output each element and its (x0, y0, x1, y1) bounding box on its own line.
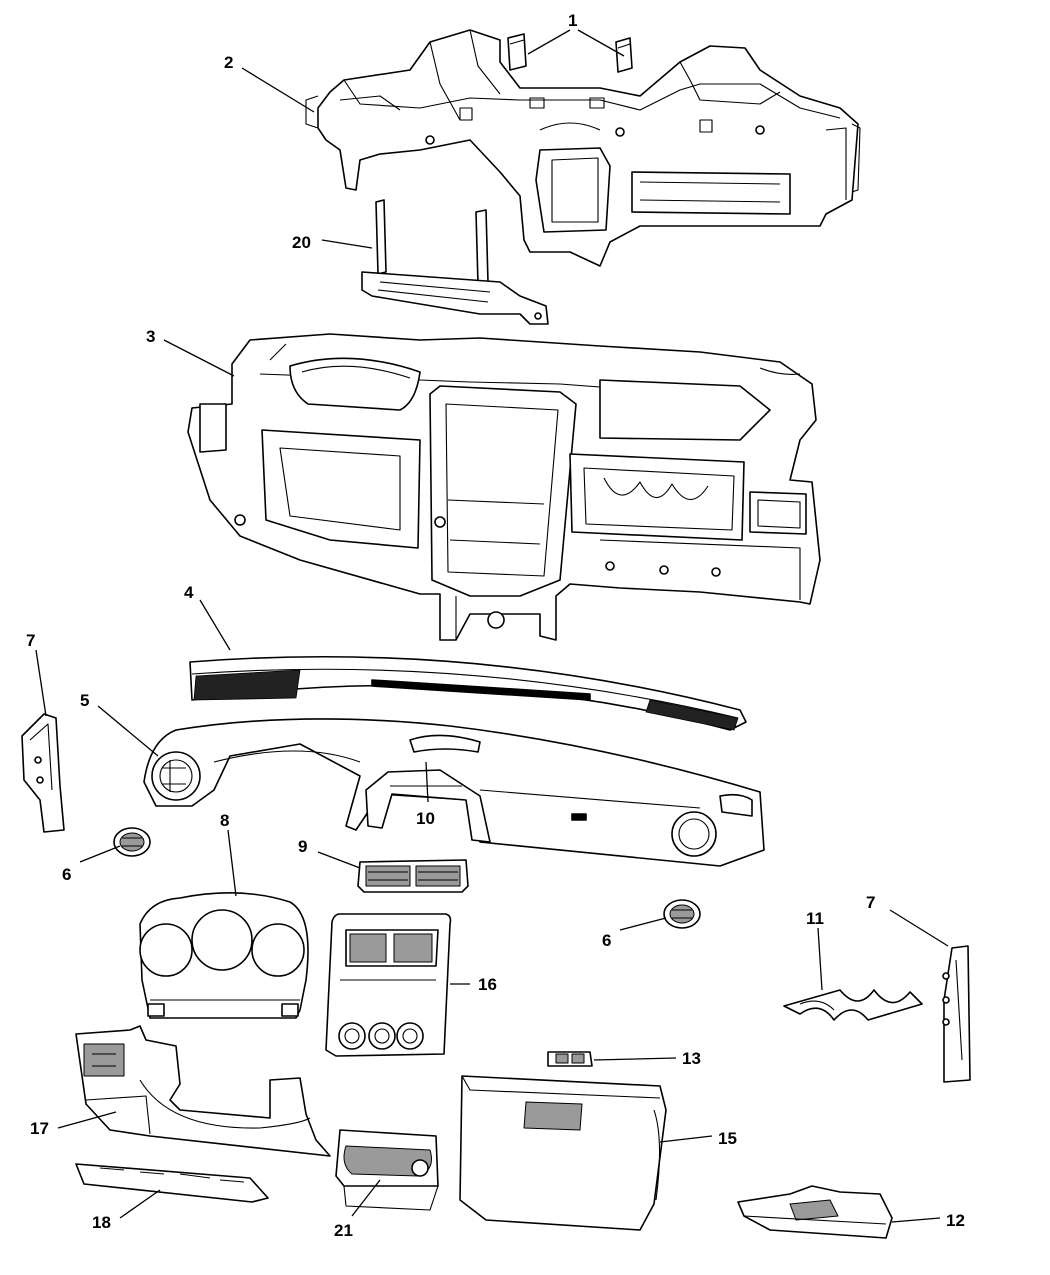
callout-labels: 1 2 3 4 5 6 6 7 7 8 9 10 11 12 13 15 16 … (26, 11, 965, 1240)
callout-9: 9 (298, 837, 307, 856)
callout-20: 20 (292, 233, 311, 252)
callout-16: 16 (478, 975, 497, 994)
part-7-end-cap-right (942, 945, 971, 1083)
callout-3: 3 (146, 327, 155, 346)
callout-6-left: 6 (62, 865, 71, 884)
callout-13: 13 (682, 1049, 701, 1068)
callout-7-left: 7 (26, 631, 35, 650)
part-17-lower-panel (75, 1025, 331, 1157)
part-5-instrument-panel-bezel (143, 718, 765, 867)
callout-7-right: 7 (866, 893, 875, 912)
callout-11: 11 (806, 909, 824, 928)
part-15-glove-box-door (459, 1075, 667, 1231)
callout-10: 10 (416, 809, 435, 828)
part-1-brackets (507, 33, 633, 73)
callout-1: 1 (568, 11, 577, 30)
callout-15: 15 (718, 1129, 737, 1148)
callout-6-right: 6 (602, 931, 611, 950)
callout-21: 21 (334, 1221, 353, 1240)
part-3-instrument-panel-carrier (187, 333, 821, 641)
callout-12: 12 (946, 1211, 965, 1230)
callout-18: 18 (92, 1213, 111, 1232)
callout-8: 8 (220, 811, 229, 830)
part-18-trim-strip (75, 1163, 269, 1203)
part-11-liner-insert (783, 989, 923, 1021)
part-9-center-air-outlets (357, 859, 469, 893)
part-20-column-support-bracket (361, 199, 549, 325)
callout-17: 17 (30, 1119, 49, 1138)
leader-lines (35, 29, 949, 1223)
part-2-cross-car-beam (305, 29, 861, 267)
part-12-glove-box-bin (737, 1185, 893, 1239)
part-7-end-cap-left (21, 713, 65, 833)
part-6-air-outlet-right (663, 899, 701, 929)
part-8-cluster-bezel (139, 892, 309, 1019)
part-16-center-stack-bezel (325, 913, 452, 1057)
part-4-defroster-cover (189, 655, 747, 731)
part-6-air-outlet-left (113, 827, 151, 857)
callout-4: 4 (184, 583, 194, 602)
callout-5: 5 (80, 691, 89, 710)
part-21-storage-bin (335, 1129, 439, 1211)
callout-2: 2 (224, 53, 233, 72)
part-13-switch (547, 1051, 593, 1067)
